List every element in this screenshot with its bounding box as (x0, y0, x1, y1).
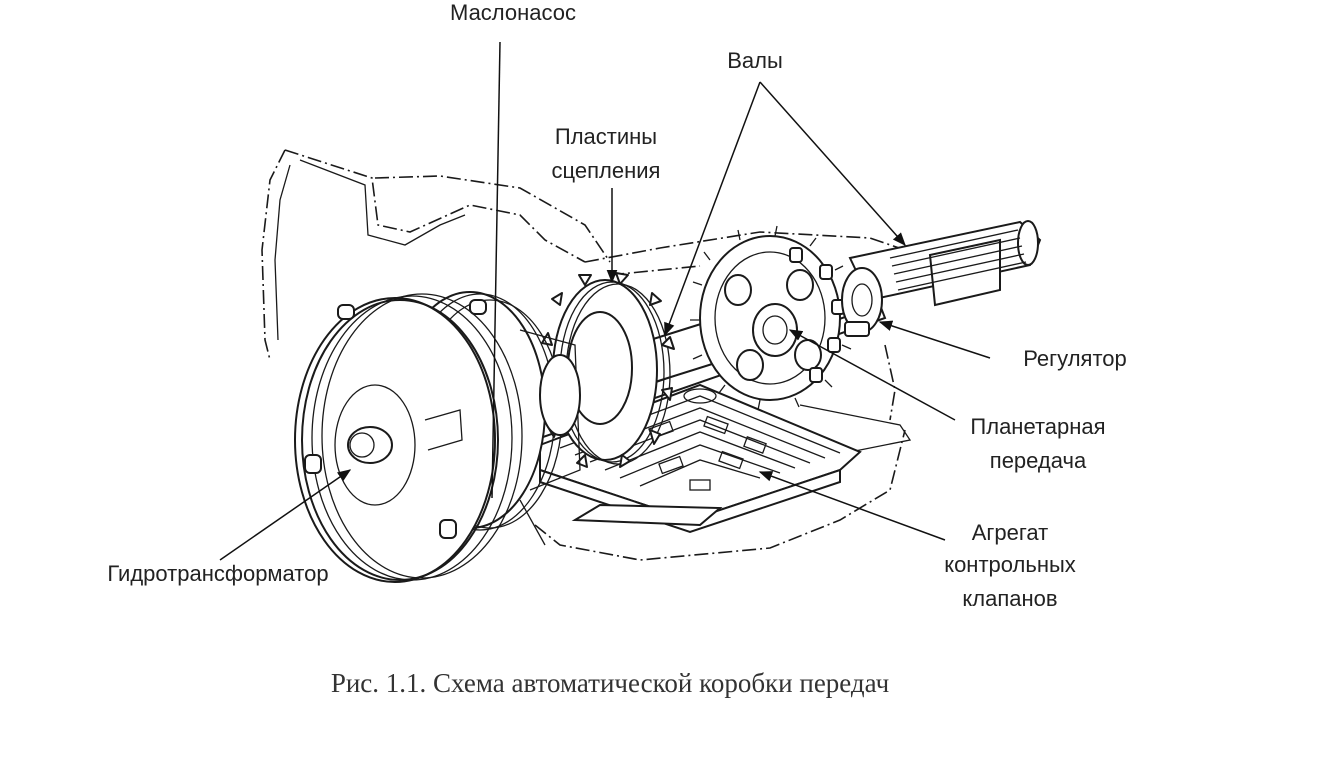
planetary-gearset (690, 225, 855, 411)
label-planetary-line2: передача (990, 448, 1087, 473)
leader-governor (878, 320, 991, 359)
figure-caption: Рис. 1.1. Схема автоматической коробки п… (331, 668, 889, 698)
leader-shafts-right (759, 81, 906, 247)
clutch-plates (541, 272, 675, 468)
label-shafts: Валы (727, 48, 783, 73)
leader-lines (219, 41, 991, 561)
label-oil-pump: Маслонасос (450, 0, 576, 25)
label-valve-body-line1: Агрегат (972, 520, 1049, 545)
output-shaft (841, 220, 1042, 337)
leader-torque-converter (219, 469, 352, 561)
label-clutch-plates-line1: Пластины (555, 124, 657, 149)
leader-valve-body (758, 471, 946, 541)
label-planetary-line1: Планетарная (970, 414, 1105, 439)
transmission-illustration (261, 149, 1042, 583)
label-valve-body-line3: клапанов (962, 586, 1057, 611)
label-clutch-plates-line2: сцепления (552, 158, 661, 183)
transmission-case (519, 231, 912, 561)
label-torque-converter: Гидротрансформатор (107, 561, 328, 586)
label-valve-body-line2: контрольных (944, 552, 1076, 577)
label-governor: Регулятор (1023, 346, 1127, 371)
bell-housing (261, 149, 611, 361)
torque-converter (294, 293, 523, 583)
leader-oil-pump (491, 41, 501, 499)
leader-shafts-left (664, 81, 761, 337)
leader-planetary (788, 329, 956, 421)
labels: Маслонасос Валы Пластины сцепления Регул… (107, 0, 1126, 698)
